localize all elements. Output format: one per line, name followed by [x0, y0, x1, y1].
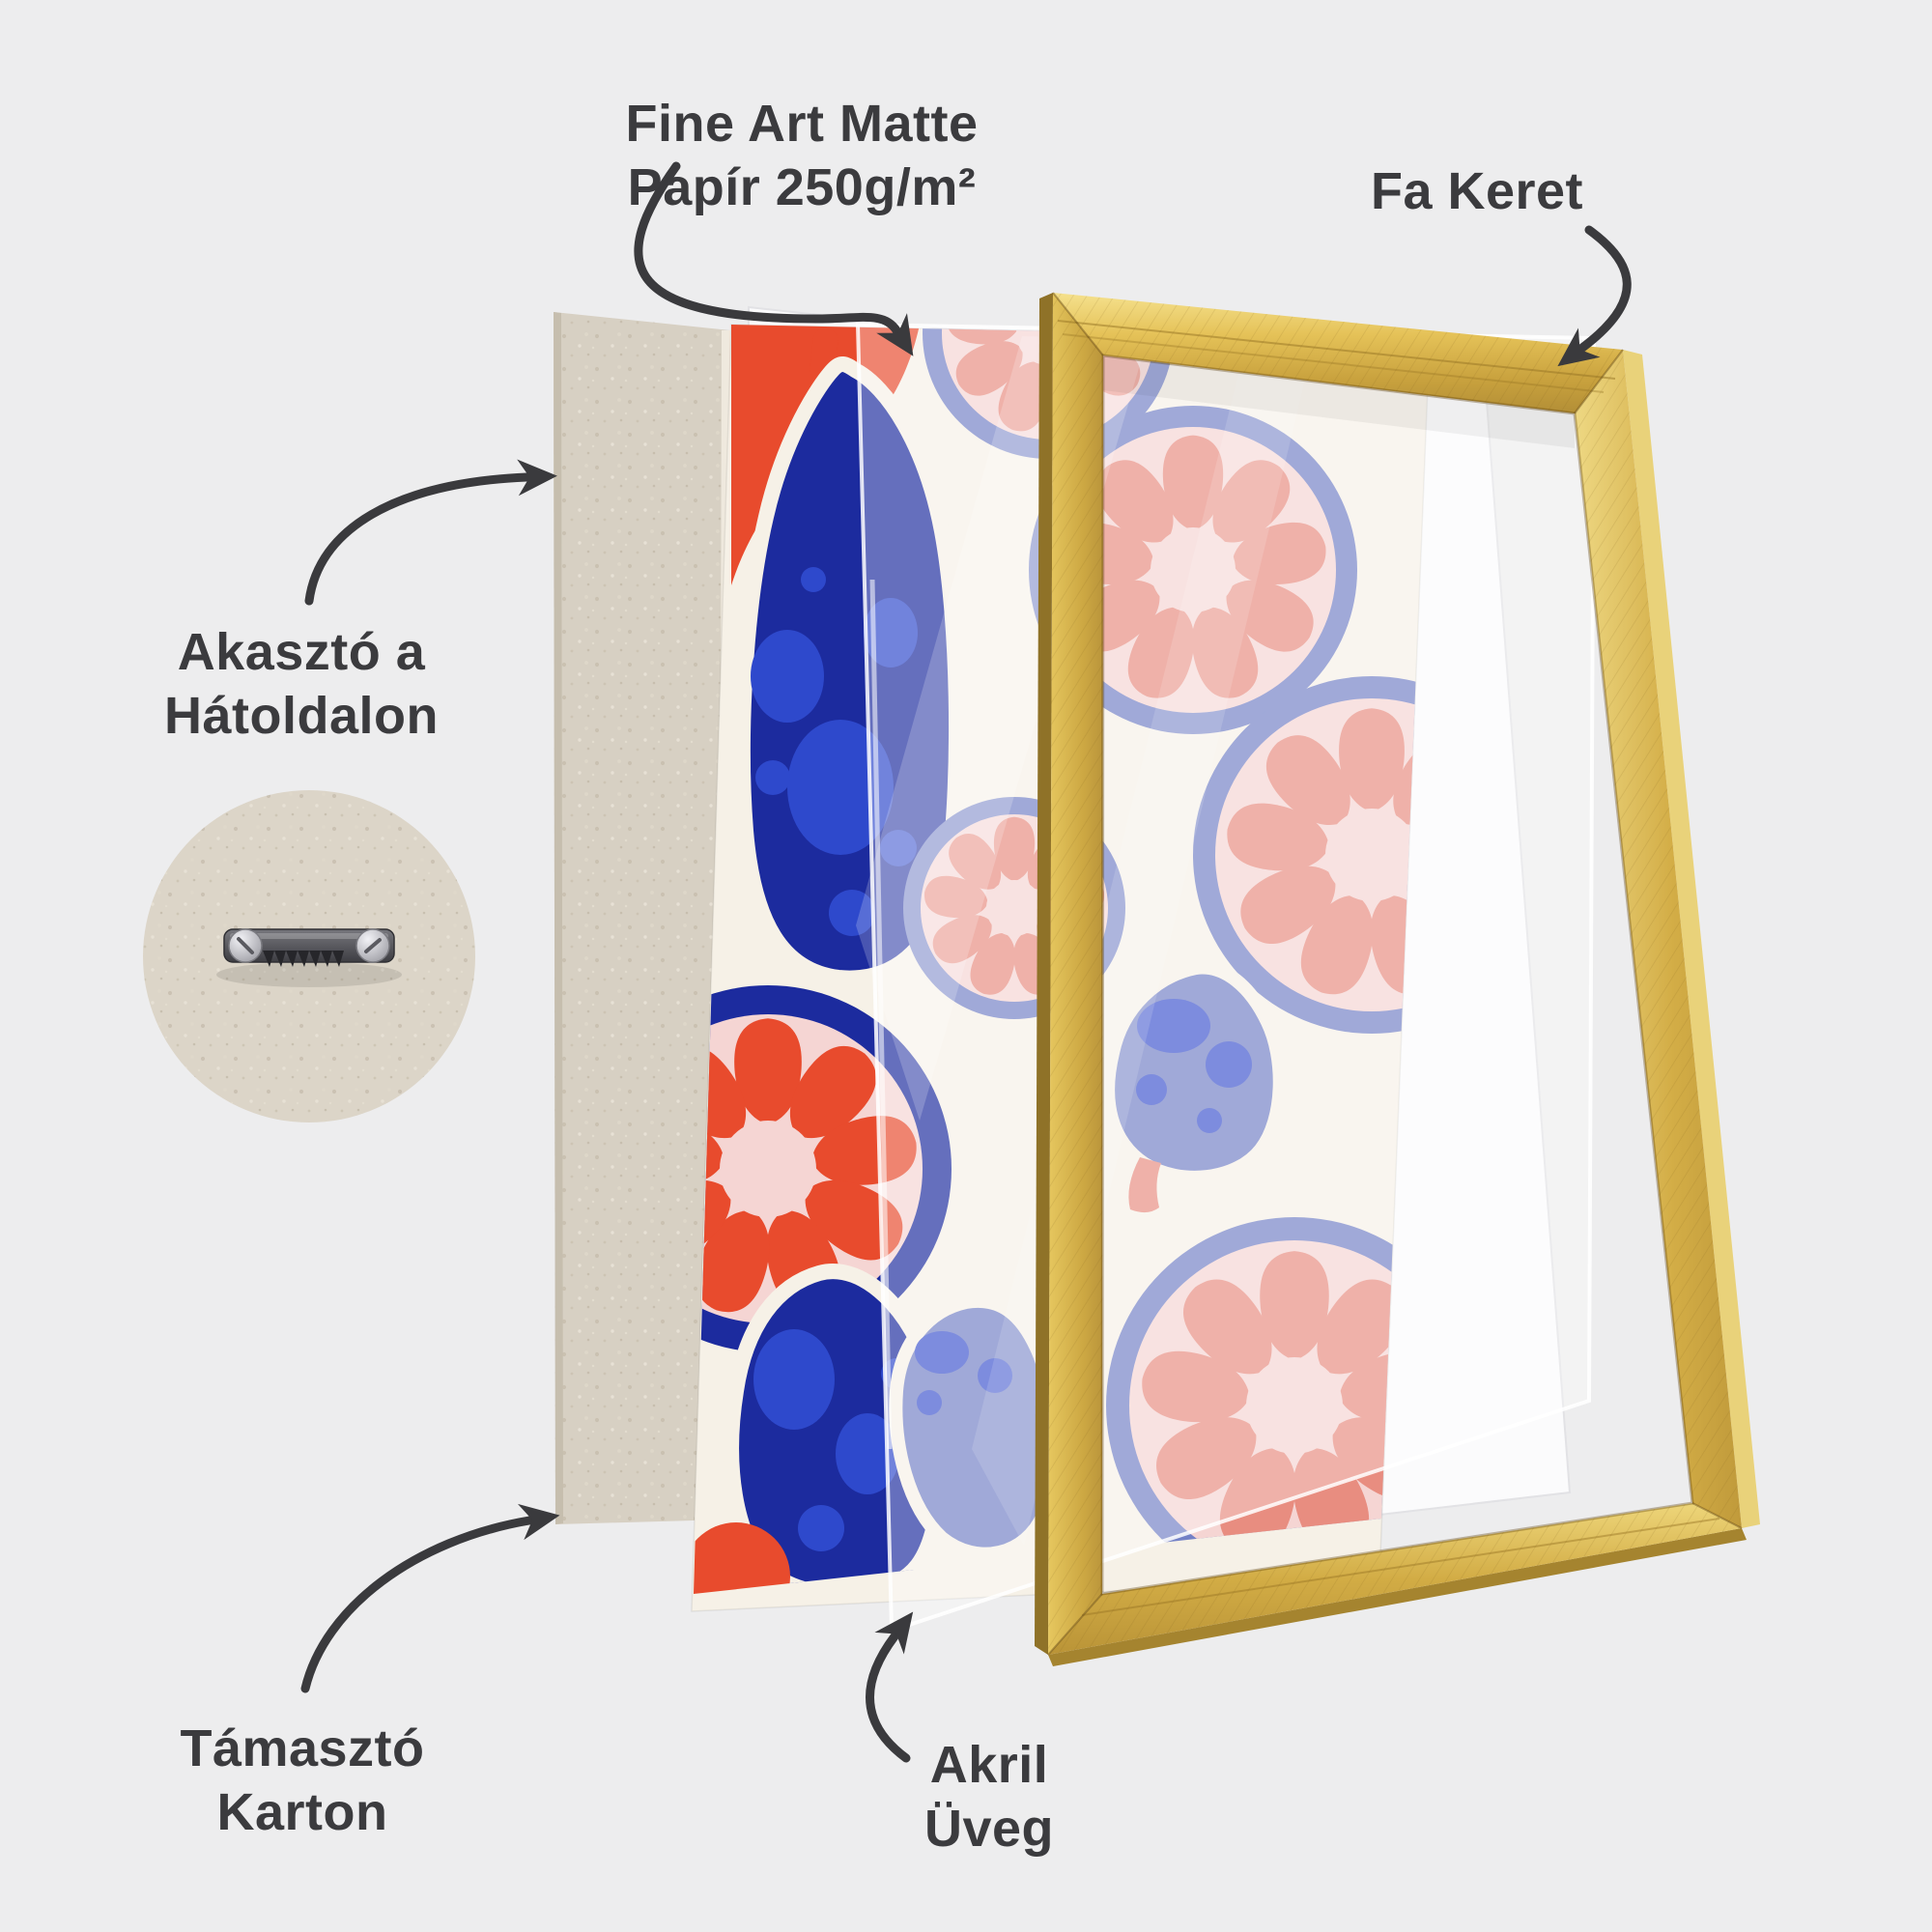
- citrus-slice-red: [694, 985, 952, 1352]
- label-paper: Fine Art Matte Papír 250g/m²: [625, 92, 978, 219]
- label-acrylic: Akril Üveg: [924, 1733, 1054, 1861]
- fig-navy-top: [734, 327, 965, 986]
- label-hanger-line2: Hátoldalon: [164, 687, 439, 745]
- label-paper-line1: Fine Art Matte: [625, 95, 979, 153]
- label-backing-line1: Támasztó: [180, 1719, 425, 1777]
- arrow-to-hanger-icon: [304, 459, 557, 606]
- frame-inner-shadow: [1103, 355, 1575, 448]
- arrow-to-frame-icon: [1557, 225, 1632, 367]
- label-frame-line1: Fa Keret: [1370, 162, 1584, 220]
- red-blob: [694, 1522, 790, 1594]
- sawtooth-hanger-icon: [223, 928, 395, 967]
- label-frame: Fa Keret: [1371, 159, 1583, 223]
- citrus-slice: [1029, 406, 1357, 734]
- acrylic-layer: [855, 322, 1597, 1634]
- label-hanger-line1: Akasztó a: [177, 623, 426, 681]
- label-acrylic-line1: Akril: [929, 1736, 1049, 1794]
- label-backing-line2: Karton: [216, 1783, 388, 1841]
- annotation-arrows: [300, 161, 1632, 1763]
- sawtooth-teeth: [263, 951, 344, 967]
- arrow-to-print-icon: [634, 161, 914, 356]
- arrow-to-acrylic-icon: [866, 1611, 914, 1763]
- label-backing: Támasztó Karton: [180, 1717, 424, 1844]
- wood-frame: [1035, 292, 1760, 1666]
- citrus-slice: [1193, 676, 1430, 1034]
- label-acrylic-line2: Üveg: [923, 1800, 1055, 1858]
- label-paper-line2: Papír 250g/m²: [627, 158, 977, 216]
- fig-stem: [1128, 1157, 1161, 1213]
- fig-spots: [1136, 999, 1252, 1133]
- fig-spots: [915, 1331, 1012, 1415]
- hanger-inset: [143, 790, 475, 1122]
- arrow-to-backing-icon: [300, 1503, 560, 1693]
- hanger-shadow: [216, 962, 402, 987]
- fig-periwinkle: [1101, 960, 1287, 1213]
- label-hanger: Akasztó a Hátoldalon: [164, 620, 439, 748]
